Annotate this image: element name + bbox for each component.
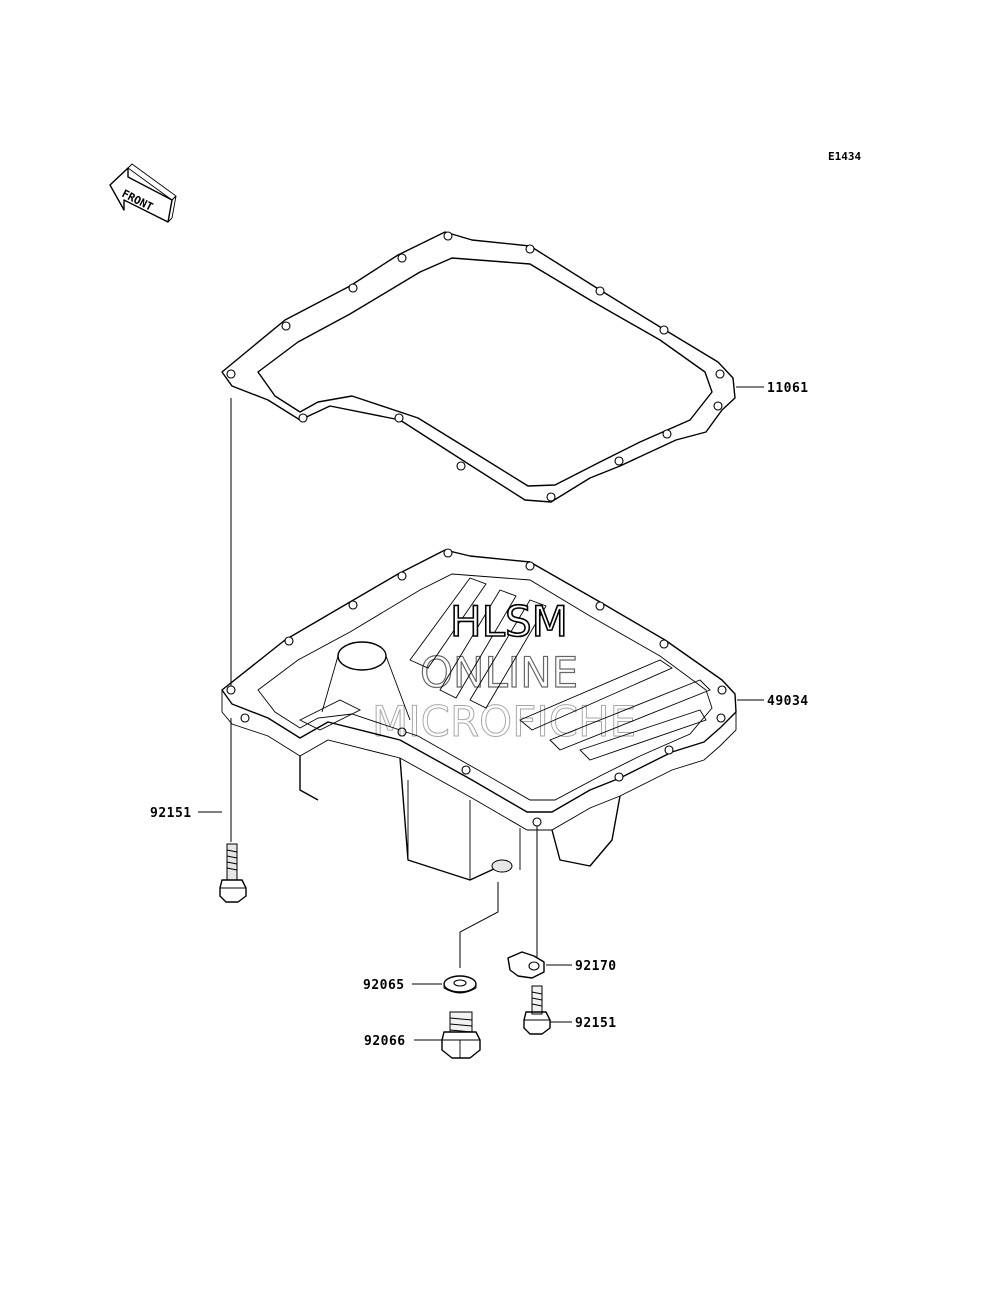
front-arrow-label: FRONT [120,187,156,214]
pan-bolt-holes [226,548,727,827]
bolt-92151-right [523,985,551,1035]
oil-pan [221,548,737,881]
oil-pan-gasket [221,231,736,503]
front-arrow-icon: FRONT [109,163,177,223]
watermark-line2: ONLINE [420,648,578,697]
watermark-line3: MICROFICHE [372,697,636,746]
callout-92065: 92065 [363,978,405,993]
diagram-code: E1434 [828,150,861,163]
callout-92170: 92170 [575,959,617,974]
callout-49034: 49034 [767,694,809,709]
bolt-92151-left [219,843,247,903]
clamp-92170 [507,951,545,979]
callout-11061: 11061 [767,381,809,396]
gasket-bolt-holes [226,231,725,502]
washer-92065 [443,975,477,994]
callout-92151-right: 92151 [575,1016,617,1031]
watermark-line1: HLSM [450,597,568,646]
callout-92151-left: 92151 [150,806,192,821]
watermark: HLSM ONLINE MICROFICHE [372,596,637,746]
drain-plug-92066 [441,1011,481,1059]
callout-92066: 92066 [364,1034,406,1049]
